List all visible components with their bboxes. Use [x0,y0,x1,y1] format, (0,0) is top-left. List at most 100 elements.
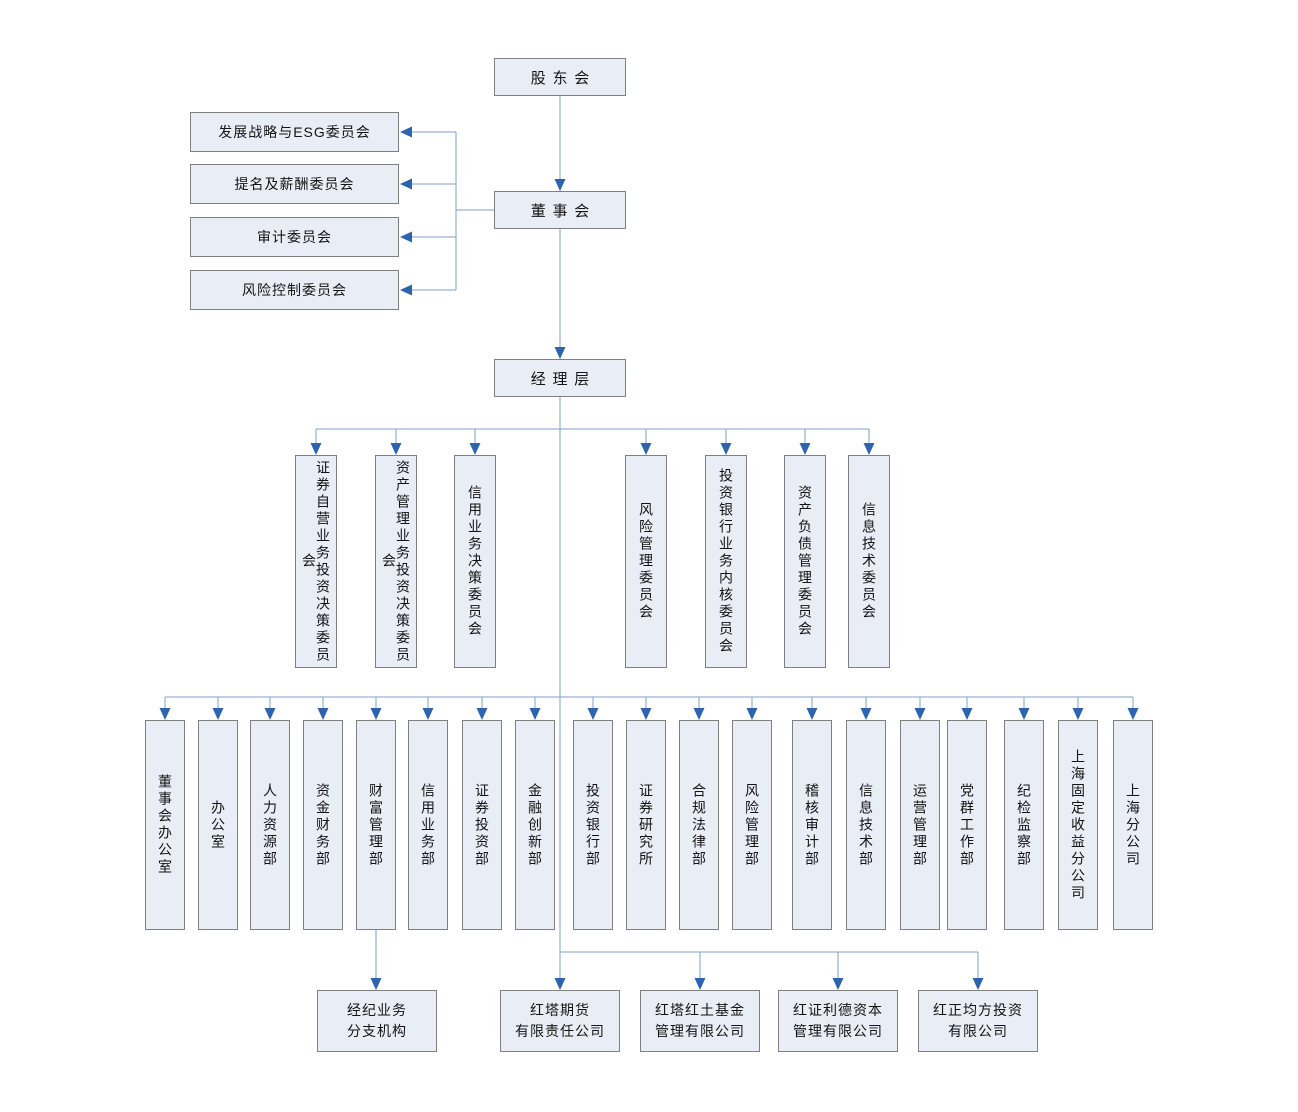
arrowhead-down-icon [720,443,732,455]
arrowhead-down-icon [159,708,171,720]
node-label: 证券自营业务投资决策委员会 [301,459,331,664]
mgmt-committee-box-2: 资产管理业务投资决策委员会 [375,455,417,668]
node-label: 财富管理部 [368,782,384,868]
arrowhead-down-icon [799,443,811,455]
arrowhead-down-icon [469,443,481,455]
arrowhead-down-icon [264,708,276,720]
node-label: 风险管理部 [744,782,760,868]
arrowhead-down-icon [640,708,652,720]
node-label-line: 红正均方投资 [933,1002,1023,1018]
node-label: 上海固定收益分公司 [1070,748,1086,902]
subsidiary-box-3: 红证利德资本管理有限公司 [778,990,898,1052]
arrowhead-down-icon [422,708,434,720]
arrowhead-down-icon [693,708,705,720]
arrowhead-down-icon [640,443,652,455]
node-label: 稽核审计部 [804,782,820,868]
node-label: 人力资源部 [262,782,278,868]
mgmt-committee-box-5: 投资银行业务内核委员会 [705,455,747,668]
node-label: 投资银行部 [585,782,601,868]
arrowhead-down-icon [587,708,599,720]
node-label: 信息技术委员会 [861,502,877,621]
management-box: 经理层 [494,359,626,397]
dept-box-17: 纪检监察部 [1004,720,1044,930]
dept-box-16: 党群工作部 [947,720,987,930]
arrowhead-down-icon [310,443,322,455]
node-label-line: 红证利德资本 [793,1002,883,1018]
board-committee-box-2: 提名及薪酬委员会 [190,164,399,204]
board-box: 董事会 [494,191,626,229]
node-label: 金融创新部 [527,782,543,868]
subsidiary-box-1: 红塔期货有限责任公司 [500,990,620,1052]
arrowhead-down-icon [529,708,541,720]
node-label: 党群工作部 [959,782,975,868]
node-label-line: 管理有限公司 [793,1023,883,1039]
node-label: 资金财务部 [315,782,331,868]
arrowhead-down-icon [1072,708,1084,720]
arrowhead-down-icon [832,978,844,990]
dept-box-4: 资金财务部 [303,720,343,930]
node-label: 风险管理委员会 [638,502,654,621]
mgmt-committee-box-7: 信息技术委员会 [848,455,890,668]
node-label: 纪检监察部 [1016,782,1032,868]
shareholders-box: 股东会 [494,58,626,96]
dept-box-9: 投资银行部 [573,720,613,930]
arrowhead-down-icon [1127,708,1139,720]
mgmt-committee-box-4: 风险管理委员会 [625,455,667,668]
node-label: 资产负债管理委员会 [797,485,813,638]
node-label: 经理层 [530,370,596,388]
node-label-line: 红塔期货 [530,1002,590,1018]
mgmt-committee-box-1: 证券自营业务投资决策委员会 [295,455,337,668]
mgmt-committee-box-3: 信用业务决策委员会 [454,455,496,668]
arrowhead-down-icon [914,708,926,720]
node-label: 董事会 [530,202,596,220]
dept-box-18: 上海固定收益分公司 [1058,720,1098,930]
arrowhead-left-icon [400,126,412,138]
dept-box-8: 金融创新部 [515,720,555,930]
node-label: 信息技术部 [858,782,874,868]
arrowhead-down-icon [212,708,224,720]
dept-box-15: 运营管理部 [900,720,940,930]
node-label-line: 经纪业务 [347,1002,407,1018]
arrowhead-left-icon [400,284,412,296]
node-label: 投资银行业务内核委员会 [718,468,734,655]
node-label: 提名及薪酬委员会 [234,176,355,192]
arrowhead-down-icon [370,708,382,720]
dept-box-1: 董事会办公室 [145,720,185,930]
node-label-line: 分支机构 [347,1023,407,1039]
dept-box-5: 财富管理部 [356,720,396,930]
node-label: 风险控制委员会 [242,282,347,298]
board-committee-box-1: 发展战略与ESG委员会 [190,112,399,152]
node-label: 证券投资部 [474,782,490,868]
arrowhead-down-icon [317,708,329,720]
node-label: 信用业务决策委员会 [467,485,483,638]
arrowhead-down-icon [554,179,566,191]
arrowhead-down-icon [961,708,973,720]
dept-box-13: 稽核审计部 [792,720,832,930]
dept-box-14: 信息技术部 [846,720,886,930]
node-label-line: 管理有限公司 [655,1023,745,1039]
dept-box-3: 人力资源部 [250,720,290,930]
arrowhead-down-icon [390,443,402,455]
dept-box-19: 上海分公司 [1113,720,1153,930]
arrowhead-down-icon [746,708,758,720]
arrowhead-down-icon [370,978,382,990]
node-label: 信用业务部 [420,782,436,868]
node-label-line: 红塔红土基金 [655,1002,745,1018]
arrowhead-down-icon [476,708,488,720]
mgmt-committee-box-6: 资产负债管理委员会 [784,455,826,668]
node-label: 董事会办公室 [157,774,173,876]
node-label: 股东会 [530,69,596,87]
dept-box-2: 办公室 [198,720,238,930]
arrowhead-left-icon [400,231,412,243]
board-committee-box-4: 风险控制委员会 [190,270,399,310]
subsidiary-box-4: 红正均方投资有限公司 [918,990,1038,1052]
node-label: 运营管理部 [912,782,928,868]
node-label: 审计委员会 [257,229,332,245]
dept-box-12: 风险管理部 [732,720,772,930]
arrowhead-down-icon [554,978,566,990]
node-label: 办公室 [210,799,226,851]
dept-box-6: 信用业务部 [408,720,448,930]
arrowhead-down-icon [972,978,984,990]
